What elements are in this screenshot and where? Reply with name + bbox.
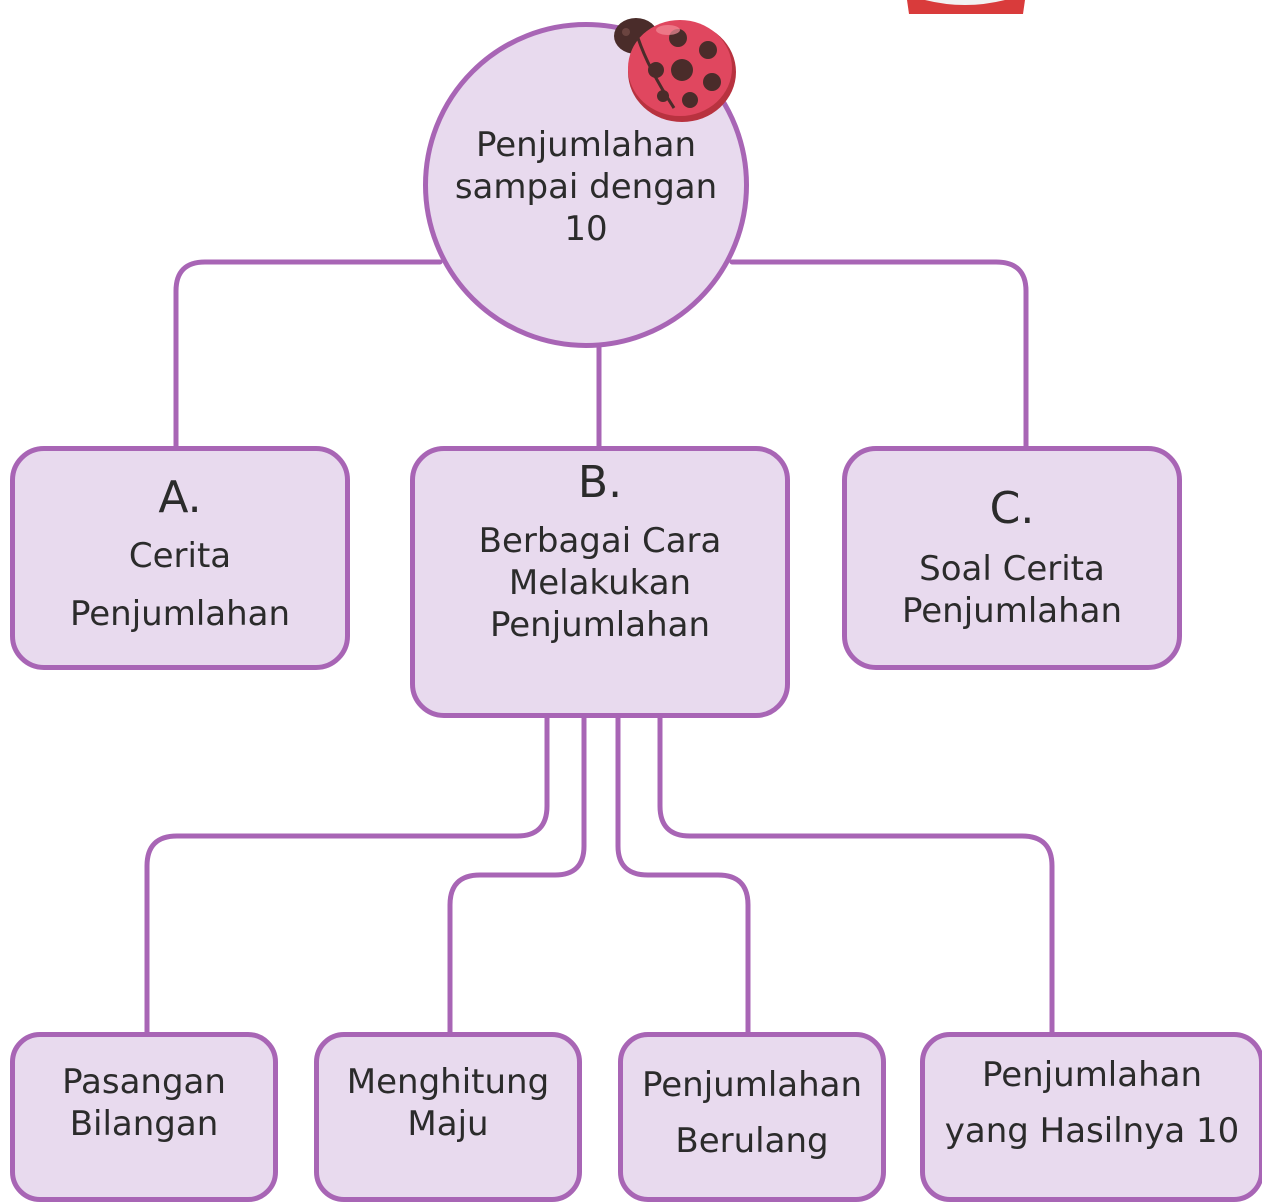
subtopic-node-1: Pasangan Bilangan — [10, 1032, 278, 1202]
topic-letter-a: A. — [158, 472, 202, 523]
connector-root-to-a — [173, 259, 443, 449]
subtopic-node-4: Penjumlahan yang Hasilnya 10 — [920, 1032, 1262, 1202]
subtopic-label-4: Penjumlahan yang Hasilnya 10 — [944, 1055, 1240, 1151]
topic-label-b: Berbagai Cara Melakukan Penjumlahan — [478, 521, 722, 645]
connector-b-to-leaf-3 — [615, 715, 751, 1035]
topic-label-a: Cerita Penjumlahan — [69, 536, 291, 634]
topic-node-a: A. Cerita Penjumlahan — [10, 446, 350, 670]
subtopic-node-3: Penjumlahan Berulang — [618, 1032, 886, 1202]
topic-node-b: B. Berbagai Cara Melakukan Penjumlahan — [410, 446, 790, 718]
topic-letter-b: B. — [577, 457, 623, 508]
subtopic-label-1: Pasangan Bilangan — [62, 1062, 226, 1144]
connector-root-to-c — [729, 259, 1029, 449]
partial-decoration-icon — [907, 0, 1025, 14]
subtopic-node-2: Menghitung Maju — [314, 1032, 582, 1202]
topic-node-c: C. Soal Cerita Penjumlahan — [842, 446, 1182, 670]
connector-b-to-leaf-4 — [657, 715, 1055, 1035]
topic-label-c: Soal Cerita Penjumlahan — [901, 549, 1123, 631]
root-node: Penjumlahan sampai dengan 10 — [423, 22, 749, 348]
subtopic-label-2: Menghitung Maju — [346, 1062, 550, 1144]
subtopic-label-3: Penjumlahan Berulang — [641, 1065, 863, 1161]
ladybug-icon — [614, 18, 736, 122]
topic-letter-c: C. — [989, 483, 1035, 534]
root-label: Penjumlahan sampai dengan 10 — [454, 125, 718, 249]
connector-b-to-leaf-2 — [447, 715, 587, 1035]
connector-b-to-leaf-1 — [144, 715, 550, 1035]
